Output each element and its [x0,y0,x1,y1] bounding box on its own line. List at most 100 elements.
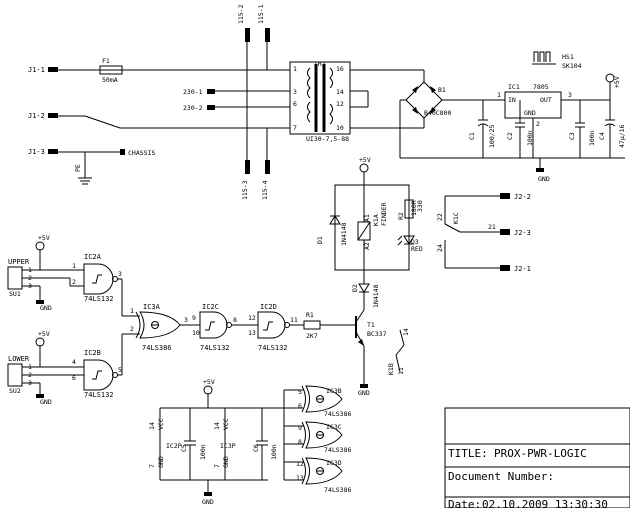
transformer-part: UI30-7,5-88 [306,135,349,143]
ic3d-pin-13: 13 [296,474,304,482]
relay-part: FINDER [380,202,388,226]
ic2a-part: 74LS132 [84,295,114,303]
ic2a-ref: IC2A [84,253,102,261]
tap-230-1: 230-1 [183,88,203,96]
ic2b-part: 74LS132 [84,391,114,399]
regulator-ic1: IC1 7805 IN OUT GND 1 3 2 HS1 SK104 C3 1… [497,51,626,183]
connector-j2-1: J2-1 [514,265,531,273]
docnum-label: Document Number: [448,470,554,483]
tap-115-3: 115-3 [241,180,249,200]
tap-230-2: 230-2 [183,104,203,112]
ic3d-pin-12: 12 [296,460,304,468]
tr-pin-6: 6 [293,100,297,108]
gate-ic2b: IC2B 74LS132 4 6 5 [72,333,140,399]
ic2b-pin-5: 5 [118,366,122,374]
vcc-decoup-icon [203,385,213,395]
transistor-t1: T1 BC337 GND 14 K1B 11 [355,309,410,397]
gate-ic3a: IC3A 74LS386 1 2 3 [130,303,200,352]
unused-gate-bus [268,389,304,481]
ic2c-pin-10: 10 [192,329,200,337]
gate-ic2d: IC2D 74LS132 12 13 11 R1 2K7 [248,303,356,352]
connector-j1-1: J1-1 [28,66,45,74]
ic3a-ref: IC3A [143,303,161,311]
gate-ic3b: IC3B 74LS386 5 6 [298,385,351,418]
decoupling-block: +5V GND 14 VCC IC2P 7 GND C5 100n 14 VCC… [148,378,278,506]
gnd-decoup-label: GND [202,498,214,506]
ic2b-ref: IC2B [84,349,101,357]
ic2d-pin-11: 11 [290,316,298,324]
ic3p-vcc: VCC [222,418,230,430]
c2-value: 100n [526,130,534,146]
ic2d-pin-13: 13 [248,329,256,337]
c6-ref: C6 [252,444,260,452]
ic2a-pin-3: 3 [118,270,122,278]
reg-pin-2: 2 [536,120,540,128]
ic2p-pin-7: 7 [148,464,156,468]
ic3c-pin-9: 9 [298,424,302,432]
ic3b-ref: IC3B [326,387,342,395]
k1c-ref: K1C [452,212,460,224]
vcc-out-label: +5V [613,76,621,88]
ic3b-part: 74LS386 [324,410,351,418]
resistor-r1 [303,320,321,330]
ic3p-gnd: GND [222,456,230,468]
ic2d-pin-12: 12 [248,314,256,322]
relay-ref: K1A [372,214,380,226]
ic3a-part: 74LS386 [142,344,172,352]
bridge-part: B40C800 [424,109,451,117]
k1c-pin-22: 22 [436,213,444,221]
ic3c-part: 74LS386 [324,446,351,454]
ic3b-pin-5: 5 [298,388,302,396]
c1-value: 100/25 [488,124,496,148]
fuse-ref: F1 [102,57,110,65]
gnd-su1-label: GND [40,304,52,312]
tr-pin-10: 10 [336,124,344,132]
ic2d-part: 74LS132 [258,344,288,352]
bridge-rectifier-b1: B1 B40C800 [399,81,625,159]
ic3p-ref: IC3P [220,442,236,450]
heatsink-part: SK104 [562,62,582,70]
k1c-pin-24: 24 [436,244,444,252]
k1c-pin-21: 21 [488,223,496,231]
c3-value: 100n [588,130,596,146]
ic2a-pin-1: 1 [72,262,76,270]
t1-ref: T1 [367,321,375,329]
vcc-su2-icon [35,337,45,347]
connector-j1-2: J1-2 [28,112,45,120]
tap-115-2: 115-2 [237,4,245,24]
heatsink-ref: HS1 [562,53,574,61]
gate-ic2c: IC2C 74LS132 9 10 8 [192,303,258,352]
r2-value-b: 180R [410,200,418,216]
tr-pin-1: 1 [293,65,297,73]
d1-ref: D1 [316,236,324,244]
c6-value: 100n [270,444,278,460]
reg-pin-3: 3 [568,91,572,99]
tr-pin-16: 16 [336,65,344,73]
d3-ref: D3 [411,238,419,246]
r1-ref: R1 [306,311,314,319]
ic3d-ref: IC3D [326,459,342,467]
reg-pin-1: 1 [497,91,501,99]
gnd-su2-label: GND [40,398,52,406]
switch-su1: UPPER SU1 1 2 3 +5V GND [7,234,84,312]
regulator-gnd: GND [524,109,536,117]
mains-input: J1-1 J1-2 J1-3 F1 50mA CHASSIS PE [28,57,290,185]
ic2p-gnd: GND [157,456,165,468]
fuse-value: 50mA [102,76,118,84]
tr-pin-3: 3 [293,88,297,96]
tr-pin-7: 7 [293,124,297,132]
vcc-relay-icon [359,163,369,173]
tr-pin-12: 12 [336,100,344,108]
filter-caps: C1 100/25 C2 100n [468,100,534,158]
ic2p-pin-14: 14 [148,422,156,430]
connector-j1-3: J1-3 [28,148,45,156]
c4-ref: C4 [598,132,606,140]
ic2b-pin-6: 6 [72,374,76,382]
ic2c-ref: IC2C [202,303,219,311]
title-value: PROX-PWR-LOGIC [494,447,587,460]
ic3b-pin-6: 6 [298,402,302,410]
tap-115-1: 115-1 [257,4,265,24]
c2-ref: C2 [506,132,514,140]
vcc-su1-icon [35,241,45,251]
